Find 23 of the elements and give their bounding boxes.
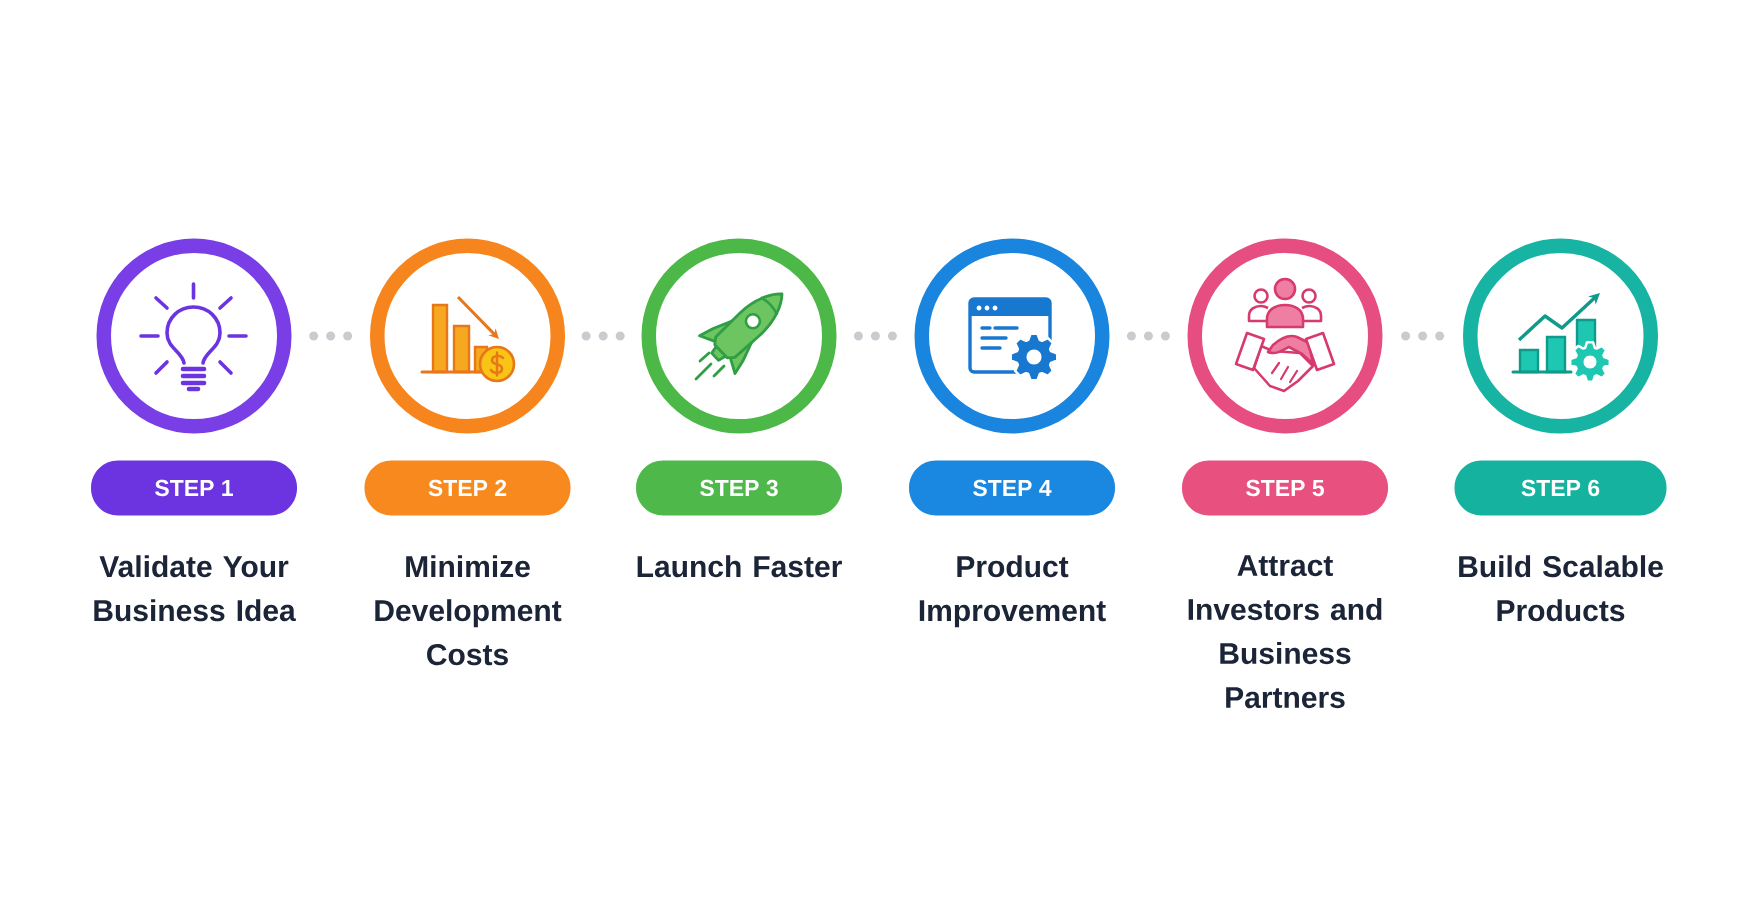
step-circle bbox=[641, 238, 837, 434]
dotted-connector bbox=[853, 331, 898, 341]
step-description: Attract Investors and Business Partners bbox=[1188, 555, 1382, 709]
step-circle bbox=[1463, 238, 1658, 434]
step-pill: STEP 4 bbox=[909, 460, 1115, 516]
step-circle bbox=[96, 238, 292, 434]
step-pill: STEP 2 bbox=[364, 460, 571, 516]
step-pill: STEP 1 bbox=[91, 460, 297, 516]
step-pill: STEP 3 bbox=[636, 460, 842, 516]
dotted-connector bbox=[1126, 331, 1171, 341]
step-circle bbox=[370, 238, 565, 434]
step-pill: STEP 6 bbox=[1454, 460, 1667, 516]
step-description: Product Improvement bbox=[919, 555, 1106, 628]
step-description: Build Scalable Products bbox=[1459, 555, 1663, 622]
step-pill: STEP 5 bbox=[1182, 460, 1388, 516]
dotted-connector bbox=[581, 331, 625, 341]
dotted-connector bbox=[309, 331, 353, 341]
step-description: Validate Your Business Idea bbox=[94, 555, 296, 622]
dotted-connector bbox=[1401, 331, 1445, 341]
step-circle bbox=[914, 238, 1110, 434]
step-circle bbox=[1187, 238, 1383, 434]
step-description: Minimize Development Costs bbox=[375, 555, 562, 666]
step-description: Launch Faster bbox=[637, 555, 842, 578]
